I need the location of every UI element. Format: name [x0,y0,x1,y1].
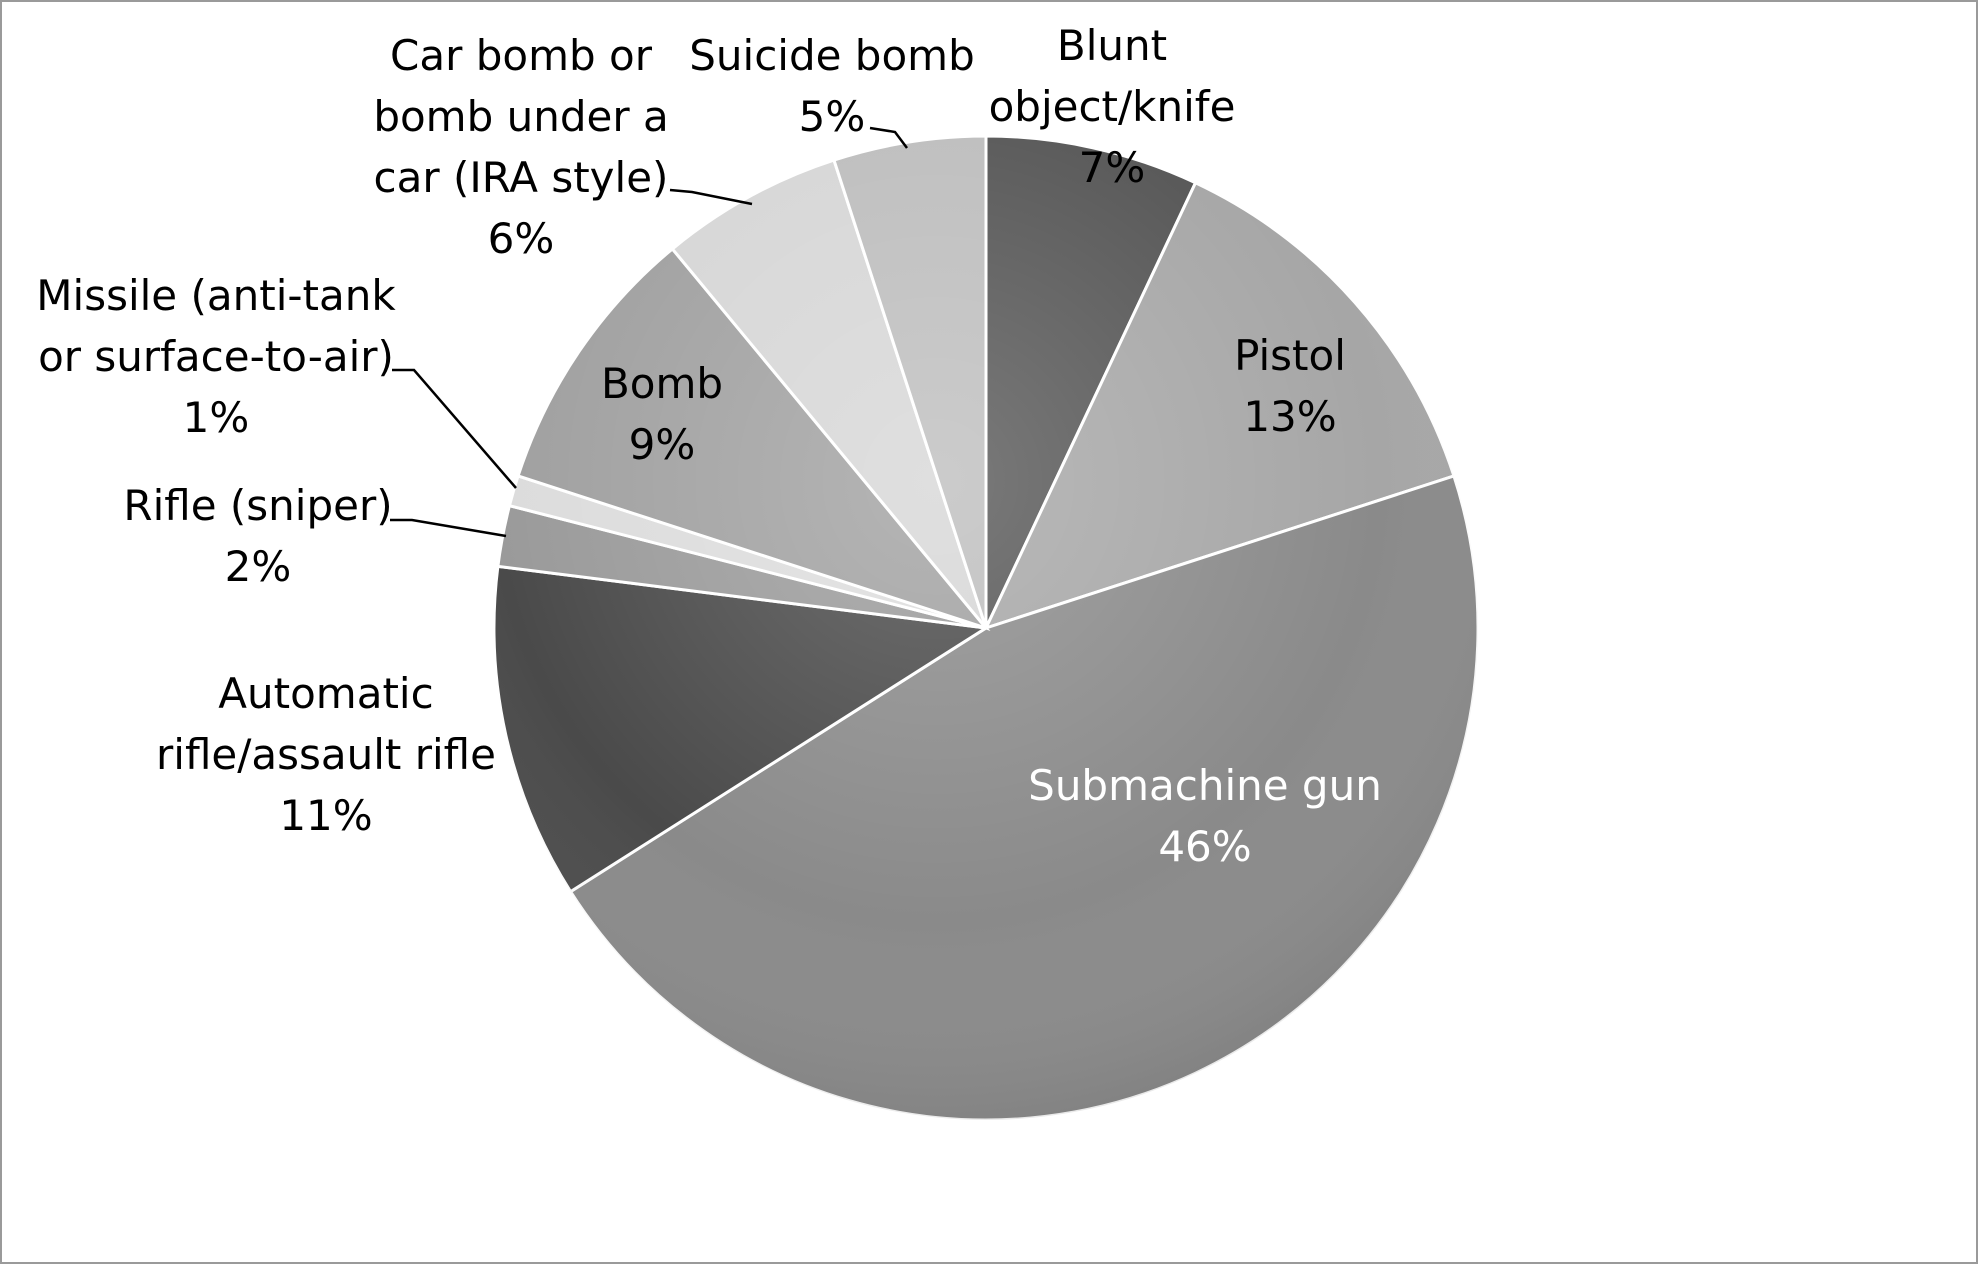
data-label-car-bomb-or-bomb-under-a-car-ira-style: Car bomb or bomb under a car (IRA style) 6% [373,31,668,263]
slice-percent: 6% [488,214,555,263]
slice-name: Submachine gun [1028,761,1382,810]
data-label-suicide-bomb: Suicide bomb 5% [689,31,975,141]
slice-percent: 2% [225,542,292,591]
leader-line-suicide-bomb [869,126,908,149]
pie-shading [494,136,1478,1120]
slice-name: Car bomb or [390,31,653,80]
slice-percent: 13% [1243,392,1336,441]
slice-percent: 1% [183,393,250,442]
slice-name: Missile (anti-tank [36,271,396,320]
slice-name: Automatic [218,669,433,718]
data-label-blunt-object-knife: Blunt object/knife 7% [989,21,1236,192]
slice-name: Rifle (sniper) [123,481,392,530]
slice-name: Suicide bomb [689,31,975,80]
leader-line-rifle-sniper [390,518,507,538]
data-label-automatic-rifle-assault-rifle: Automatic rifle/assault rifle 11% [156,669,496,840]
slice-percent: 9% [629,420,696,469]
data-label-bomb: Bomb 9% [601,359,723,469]
slice-name: rifle/assault rifle [156,730,496,779]
slice-name: car (IRA style) [374,153,669,202]
data-label-missile-anti-tank-or-surface-to-air: Missile (anti-tank or surface-to-air) 1% [36,271,396,442]
slice-name: object/knife [989,82,1236,131]
slice-name: Blunt [1057,21,1167,70]
leader-line-car-bomb-or-bomb-under-a-car-ira-style [669,188,753,206]
data-label-rifle-sniper: Rifle (sniper) 2% [123,481,392,591]
slice-name: bomb under a [373,92,668,141]
slice-percent: 46% [1158,822,1251,871]
slice-name: or surface-to-air) [38,332,394,381]
leader-line-missile-anti-tank-or-surface-to-air [392,368,517,489]
slice-percent: 5% [799,92,866,141]
slice-percent: 7% [1079,143,1146,192]
slice-name: Pistol [1234,331,1346,380]
data-label-pistol: Pistol 13% [1234,331,1346,441]
slice-name: Bomb [601,359,723,408]
data-label-submachine-gun: Submachine gun 46% [1028,761,1382,871]
slice-percent: 11% [279,791,372,840]
